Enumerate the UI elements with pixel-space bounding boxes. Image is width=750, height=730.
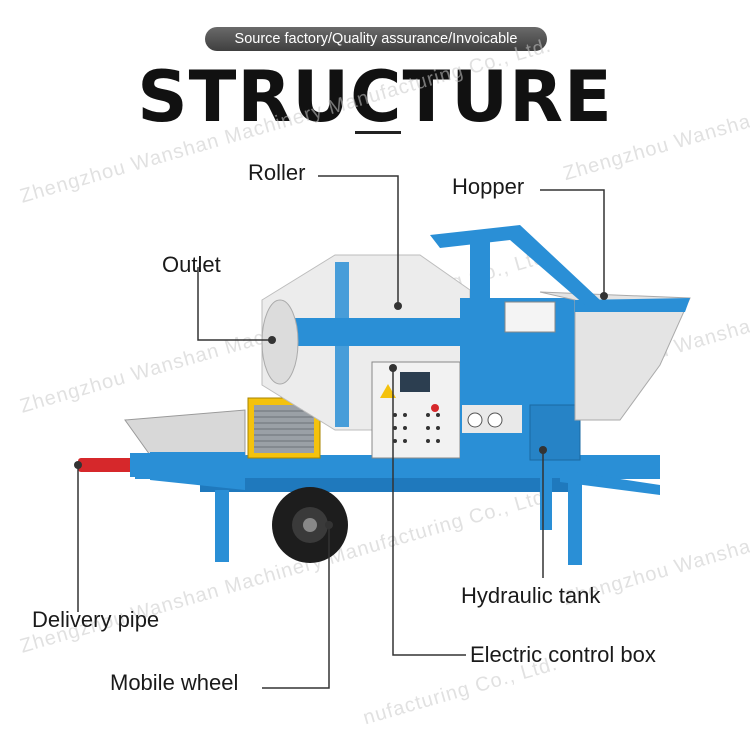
frame-lower <box>200 478 580 492</box>
leader-electric-control-box <box>392 368 466 656</box>
concrete-pump-illustration <box>74 175 691 689</box>
delivery-pipe <box>78 458 138 472</box>
label-hopper: Hopper <box>452 174 525 199</box>
leader-hopper <box>540 189 605 296</box>
label-outlet: Outlet <box>162 252 221 277</box>
leader-roller <box>318 175 399 306</box>
leader-mobile-wheel <box>262 525 330 689</box>
hoist-column <box>470 240 490 305</box>
drum-stripe-1 <box>265 318 470 346</box>
page-title: STRUCTURE <box>137 56 613 138</box>
pump-hopper <box>124 409 246 456</box>
pump-cylinder <box>150 452 245 490</box>
title-underline <box>355 131 401 134</box>
leader-outlet <box>197 267 272 341</box>
control-display <box>400 372 430 392</box>
hydraulic-tank-door <box>529 404 581 461</box>
label-hydraulic-tank: Hydraulic tank <box>461 583 601 608</box>
hopper-frame <box>575 298 690 312</box>
front-leg <box>215 490 229 562</box>
rear-leg <box>568 470 582 565</box>
hoist-rail <box>430 225 600 305</box>
rear-leg-2 <box>540 470 552 530</box>
plate <box>504 301 556 333</box>
tagline-banner: Source factory/Quality assurance/Invoica… <box>205 27 547 51</box>
label-mobile-wheel: Mobile wheel <box>110 670 239 695</box>
tow-bar <box>560 470 660 495</box>
label-delivery-pipe: Delivery pipe <box>32 607 160 632</box>
drum-outlet <box>261 299 299 385</box>
label-roller: Roller <box>248 160 306 185</box>
drum-stripe-2 <box>335 262 349 427</box>
warning-sign <box>380 384 396 398</box>
label-electric-control-box: Electric control box <box>470 642 656 667</box>
